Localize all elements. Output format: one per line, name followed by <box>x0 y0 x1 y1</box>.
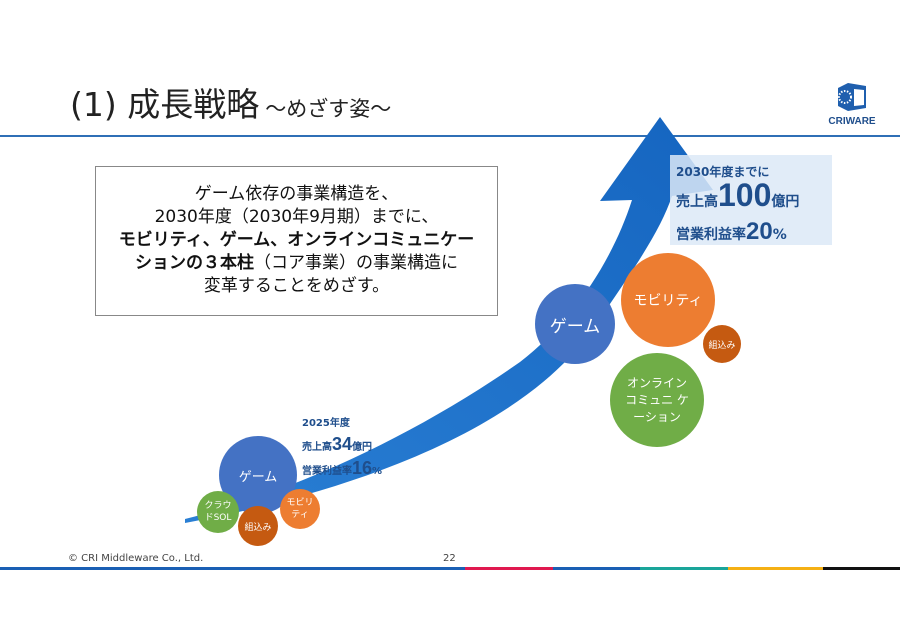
message-line: 2030年度（2030年9月期）までに、 <box>154 207 439 227</box>
current-2025-info: 2025年度 売上高34億円 営業利益率16% <box>302 414 382 482</box>
arrow-shape <box>185 117 713 523</box>
circle-embedded-2030: 組込み <box>703 325 741 363</box>
margin-label: 営業利益率 <box>302 466 352 477</box>
page-title: (1) 成長戦略～めざす姿～ <box>70 78 391 126</box>
footer-bar-red <box>465 567 553 570</box>
message-line: 変革することをめざす。 <box>203 276 390 296</box>
strategy-message-box: ゲーム依存の事業構造を、 2030年度（2030年9月期）までに、 モビリティ、… <box>95 166 498 316</box>
circle-cloud-2025: クラウ ドSOL <box>197 491 239 533</box>
copyright: © CRI Middleware Co., Ltd. <box>68 553 204 564</box>
footer-bar-blue <box>0 567 465 570</box>
circle-mobility-2030: モビリティ <box>621 253 715 347</box>
footer-bar-blue2 <box>553 567 640 570</box>
margin-value: 16 <box>352 458 373 478</box>
message-line-bold: モビリティ、ゲーム、オンラインコミュニケー <box>118 230 475 250</box>
header-divider <box>0 135 900 137</box>
sales-label: 売上高 <box>676 194 718 210</box>
sales-value: 100 <box>718 177 772 213</box>
margin-label: 営業利益率 <box>676 227 746 243</box>
circle-game-2030: ゲーム <box>535 284 615 364</box>
criware-logo: CRIWARE <box>822 82 882 127</box>
current-title: 2025年度 <box>302 418 350 429</box>
circle-online-2030: オンライン コミュニ ケーション <box>610 353 704 447</box>
cube-icon <box>838 83 866 111</box>
title-main: (1) 成長戦略 <box>70 85 260 124</box>
margin-value: 20 <box>746 218 773 245</box>
page-number: 22 <box>443 553 456 564</box>
footer-bar-yellow <box>728 567 823 570</box>
sales-label: 売上高 <box>302 442 332 453</box>
title-subtitle: ～めざす姿～ <box>265 97 392 121</box>
sales-unit: 億円 <box>771 194 800 210</box>
message-line: （コア事業）の事業構造に <box>254 253 458 273</box>
margin-unit: % <box>372 466 383 477</box>
circle-embedded-2025: 組込み <box>238 506 278 546</box>
footer-bar-black <box>823 567 900 570</box>
target-2030-box: 2030年度までに 売上高100億円 営業利益率20% <box>670 155 832 245</box>
circle-mobility-2025: モビリ ティ <box>280 489 320 529</box>
target-title: 2030年度までに <box>676 165 770 179</box>
logo-text: CRIWARE <box>828 116 876 127</box>
footer-bar-teal <box>640 567 728 570</box>
sales-value: 34 <box>332 434 353 454</box>
message-line-bold: ションの３本柱 <box>135 253 254 273</box>
message-line: ゲーム依存の事業構造を、 <box>194 184 399 204</box>
margin-unit: % <box>772 227 787 243</box>
sales-unit: 億円 <box>352 442 373 453</box>
